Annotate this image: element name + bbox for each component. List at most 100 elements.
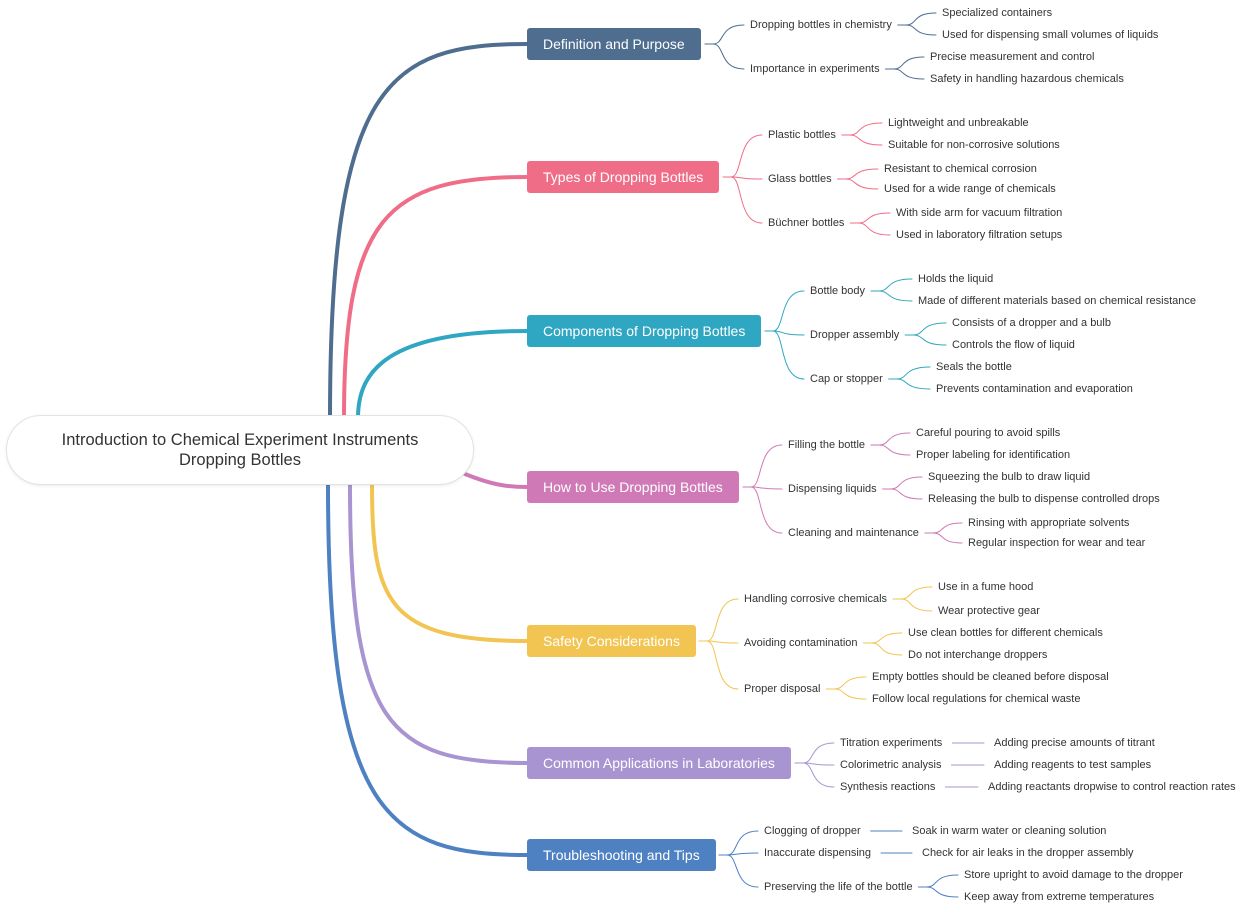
leaf-3-0-0[interactable]: Careful pouring to avoid spills	[916, 427, 1061, 439]
leaf-5-2-0[interactable]: Adding reactants dropwise to control rea…	[988, 781, 1236, 793]
subtopic-3-0[interactable]: Filling the bottle	[788, 439, 866, 451]
leaf-0-0-0[interactable]: Specialized containers	[942, 7, 1053, 19]
subtopic-4-2[interactable]: Proper disposal	[744, 683, 821, 695]
sub-connector-2-1	[764, 330, 805, 336]
leaf-connector-2-1-0	[904, 322, 947, 336]
subtopic-1-2[interactable]: Büchner bottles	[768, 217, 845, 229]
leaf-3-0-1[interactable]: Proper labeling for identification	[916, 449, 1071, 461]
subtopic-0-1[interactable]: Importance in experiments	[750, 63, 880, 75]
subtopic-5-1[interactable]: Colorimetric analysis	[840, 759, 942, 771]
leaf-6-2-0[interactable]: Store upright to avoid damage to the dro…	[964, 869, 1183, 881]
branch-connector-3	[463, 472, 529, 489]
sub-connector-2-0	[764, 290, 805, 332]
sub-connector-2-2	[764, 330, 805, 380]
main-topic-0[interactable]: Definition and Purpose	[527, 28, 701, 60]
leaf-3-1-0[interactable]: Squeezing the bulb to draw liquid	[928, 471, 1091, 483]
leaf-3-2-0[interactable]: Rinsing with appropriate solvents	[968, 517, 1130, 529]
leaf-connector-0-0-0	[897, 12, 937, 26]
leaf-0-1-0[interactable]: Precise measurement and control	[930, 51, 1095, 63]
leaf-connector-2-0-0	[870, 278, 913, 292]
subtopic-6-0[interactable]: Clogging of dropper	[764, 825, 861, 837]
leaf-2-2-1[interactable]: Prevents contamination and evaporation	[936, 383, 1133, 395]
sub-connector-1-0	[722, 134, 763, 178]
leaf-connector-0-1-1	[885, 68, 925, 80]
sub-connector-5-2	[794, 762, 835, 788]
leaf-connector-6-2-0	[918, 874, 959, 888]
subtopic-5-2[interactable]: Synthesis reactions	[840, 781, 936, 793]
branch-connector-2	[356, 329, 529, 420]
sub-connector-4-0	[698, 598, 739, 642]
sub-connector-6-2	[718, 854, 759, 888]
leaf-1-1-1[interactable]: Used for a wide range of chemicals	[884, 183, 1056, 195]
root-title-line-2: Dropping Bottles	[179, 451, 301, 469]
main-topic-3[interactable]: How to Use Dropping Bottles	[527, 471, 739, 503]
leaf-2-0-0[interactable]: Holds the liquid	[918, 273, 994, 285]
leaf-1-2-0[interactable]: With side arm for vacuum filtration	[896, 207, 1063, 219]
leaf-4-0-0[interactable]: Use in a fume hood	[938, 581, 1034, 593]
leaf-connector-1-1-0	[837, 168, 879, 180]
branch-connector-6	[326, 483, 529, 857]
leaf-connector-3-1-0	[882, 476, 923, 490]
sub-connector-3-0	[742, 444, 783, 488]
leaf-3-2-1[interactable]: Regular inspection for wear and tear	[968, 537, 1146, 549]
leaf-connector-1-2-1	[849, 222, 891, 236]
leaf-6-1-0[interactable]: Check for air leaks in the dropper assem…	[922, 847, 1134, 859]
leaf-0-1-1[interactable]: Safety in handling hazardous chemicals	[930, 73, 1124, 85]
subtopic-6-2[interactable]: Preserving the life of the bottle	[764, 881, 913, 893]
leaf-connector-0-0-1	[897, 24, 937, 36]
main-topic-6[interactable]: Troubleshooting and Tips	[527, 839, 716, 871]
root-topic[interactable]: Introduction to Chemical Experiment Inst…	[6, 415, 474, 485]
leaf-4-2-1[interactable]: Follow local regulations for chemical wa…	[872, 693, 1081, 705]
leaf-4-2-0[interactable]: Empty bottles should be cleaned before d…	[872, 671, 1109, 683]
main-topic-1[interactable]: Types of Dropping Bottles	[527, 161, 720, 193]
main-topic-4[interactable]: Safety Considerations	[527, 625, 696, 657]
leaf-connector-1-2-0	[849, 212, 891, 224]
leaf-connector-2-0-1	[870, 290, 913, 302]
leaf-connector-2-2-0	[888, 366, 931, 380]
branch-connector-4	[370, 483, 529, 643]
subtopic-2-2[interactable]: Cap or stopper	[810, 373, 883, 385]
subtopic-3-2[interactable]: Cleaning and maintenance	[788, 527, 919, 539]
subtopic-5-0[interactable]: Titration experiments	[840, 737, 943, 749]
sub-connector-3-2	[742, 486, 783, 534]
sub-connector-6-0	[718, 830, 759, 856]
sub-connector-4-2	[698, 640, 739, 690]
leaf-1-0-0[interactable]: Lightweight and unbreakable	[888, 117, 1029, 129]
leaf-2-1-0[interactable]: Consists of a dropper and a bulb	[952, 317, 1111, 329]
leaf-1-2-1[interactable]: Used in laboratory filtration setups	[896, 229, 1063, 241]
leaf-5-1-0[interactable]: Adding reagents to test samples	[994, 759, 1152, 771]
leaf-6-0-0[interactable]: Soak in warm water or cleaning solution	[912, 825, 1107, 837]
leaf-1-1-0[interactable]: Resistant to chemical corrosion	[884, 163, 1037, 175]
subtopic-1-0[interactable]: Plastic bottles	[768, 129, 836, 141]
subtopic-4-0[interactable]: Handling corrosive chemicals	[744, 593, 888, 605]
branch-connector-5	[348, 483, 529, 765]
leaf-connector-0-1-0	[885, 56, 925, 70]
subtopic-3-1[interactable]: Dispensing liquids	[788, 483, 877, 495]
leaf-connector-4-2-0	[825, 676, 867, 690]
leaf-5-0-0[interactable]: Adding precise amounts of titrant	[994, 737, 1155, 749]
leaf-connector-1-1-1	[837, 178, 879, 190]
leaf-0-0-1[interactable]: Used for dispensing small volumes of liq…	[942, 29, 1159, 41]
leaf-1-0-1[interactable]: Suitable for non-corrosive solutions	[888, 139, 1060, 151]
leaf-3-1-1[interactable]: Releasing the bulb to dispense controlle…	[928, 493, 1160, 505]
subtopic-4-1[interactable]: Avoiding contamination	[744, 637, 858, 649]
subtopic-1-1[interactable]: Glass bottles	[768, 173, 832, 185]
subtopic-6-1[interactable]: Inaccurate dispensing	[764, 847, 872, 859]
sub-connector-0-1	[704, 43, 745, 70]
leaf-6-2-1[interactable]: Keep away from extreme temperatures	[964, 891, 1155, 903]
leaf-connector-3-1-1	[882, 488, 923, 500]
leaf-connector-4-2-1	[825, 688, 867, 700]
main-topic-5[interactable]: Common Applications in Laboratories	[527, 747, 791, 779]
leaf-4-1-1[interactable]: Do not interchange droppers	[908, 649, 1048, 661]
leaf-4-0-1[interactable]: Wear protective gear	[938, 605, 1040, 617]
main-topic-2[interactable]: Components of Dropping Bottles	[527, 315, 762, 347]
subtopic-2-1[interactable]: Dropper assembly	[810, 329, 900, 341]
leaf-4-1-0[interactable]: Use clean bottles for different chemical…	[908, 627, 1103, 639]
leaf-2-1-1[interactable]: Controls the flow of liquid	[952, 339, 1075, 351]
subtopic-2-0[interactable]: Bottle body	[810, 285, 866, 297]
branch-connector-0	[328, 42, 529, 420]
subtopic-0-0[interactable]: Dropping bottles in chemistry	[750, 19, 892, 31]
leaf-connector-3-2-0	[924, 522, 963, 534]
leaf-2-2-0[interactable]: Seals the bottle	[936, 361, 1012, 373]
leaf-2-0-1[interactable]: Made of different materials based on che…	[918, 295, 1196, 307]
